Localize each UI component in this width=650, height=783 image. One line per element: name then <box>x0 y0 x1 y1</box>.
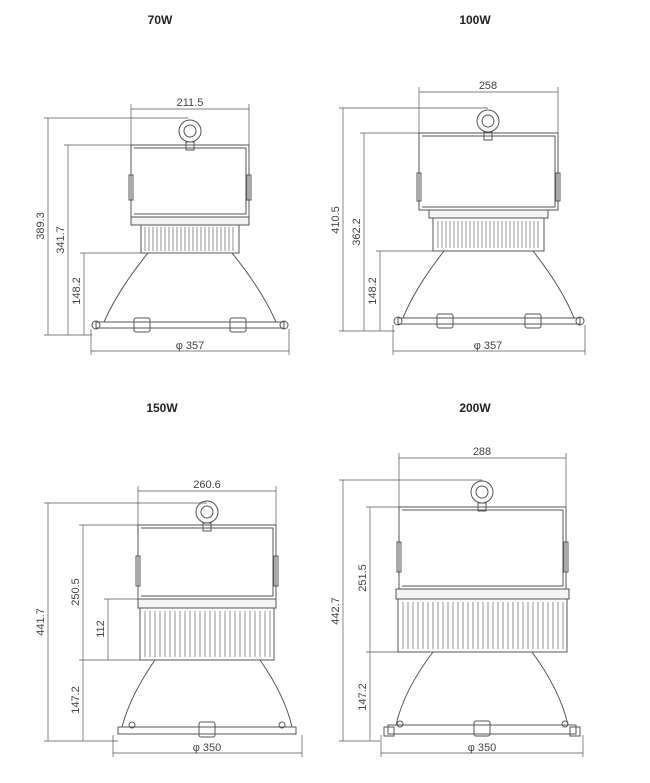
reflector-height-label: 147.2 <box>357 683 369 711</box>
drawing-title: 200W <box>459 401 491 415</box>
drawing-150w: 150W 260.6 441.7 250.5 112 147.2 <box>35 401 303 757</box>
top-width-label: 288 <box>473 446 491 458</box>
base-diameter-label: φ 357 <box>474 340 503 352</box>
total-height-label: 442.7 <box>330 597 342 625</box>
drawing-title: 70W <box>148 13 173 27</box>
body-height-label: 341.7 <box>55 226 67 254</box>
heatsink-fins <box>144 611 271 657</box>
top-width-label: 258 <box>479 80 497 92</box>
base-diameter-label: φ 350 <box>193 742 222 754</box>
heatsink-fins <box>437 221 539 248</box>
base-diameter-label: φ 357 <box>176 340 205 352</box>
total-height-label: 441.7 <box>35 608 47 636</box>
total-height-label: 410.5 <box>330 206 342 234</box>
heatsink-fins <box>144 227 234 251</box>
base-diameter-label: φ 350 <box>468 742 497 754</box>
body-height-label: 362.2 <box>351 218 363 246</box>
heatsink-fins <box>402 602 564 649</box>
reflector-height-label: 148.2 <box>367 277 379 305</box>
drawing-title: 100W <box>459 13 491 27</box>
drawing-200w: 200W 288 442.7 251.5 147.2 <box>330 401 584 757</box>
body-height-label: 251.5 <box>357 564 369 592</box>
drawing-70w: 70W 211.5 389.3 341.7 148.2 <box>35 13 290 355</box>
drawing-title: 150W <box>146 401 178 415</box>
reflector-height-label: 148.2 <box>71 277 83 305</box>
top-width-label: 260.6 <box>193 479 221 491</box>
reflector-height-label: 147.2 <box>70 686 82 714</box>
total-height-label: 389.3 <box>35 212 47 240</box>
body-height-label: 250.5 <box>70 578 82 606</box>
top-width-label: 211.5 <box>177 97 204 109</box>
heatsink-height-label: 112 <box>95 620 107 638</box>
drawing-100w: 100W 258 410.5 362.2 148.2 <box>330 13 586 355</box>
